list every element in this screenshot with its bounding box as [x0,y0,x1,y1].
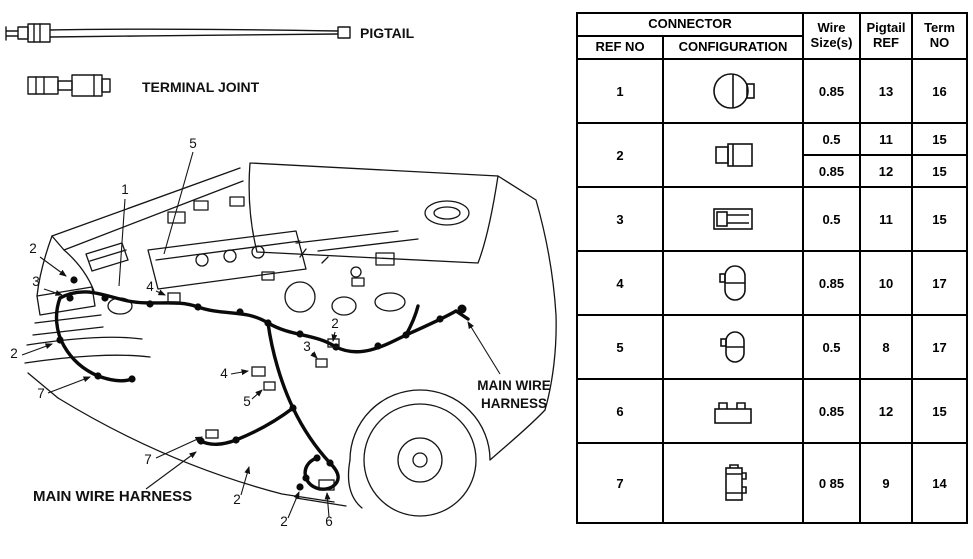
configuration-cell [662,442,804,524]
configuration-cell [662,378,804,444]
table-row: 0.85 12 15 [577,154,968,188]
car-engine-bay-drawing [24,162,557,517]
wire-size-cell: 0.5 [802,314,861,380]
wire-harness-illustration: PIGTAIL TERMINAL JOINT [5,23,557,529]
callout-number: 7 [144,452,152,467]
main-wire-harness-label-right-line1: MAIN WIRE [477,378,551,393]
ref-no-cell: 4 [576,250,664,316]
main-wire-harness-label-left: MAIN WIRE HARNESS [33,488,192,505]
term-no-cell: 15 [911,154,968,188]
connector-table: CONNECTOR Wire Size(s) Pigtail REF Term … [576,12,968,524]
pigtail-ref-cell: 8 [859,314,913,380]
callout-number: 6 [325,514,333,529]
pigtail-ref-cell: 12 [859,378,913,444]
round-connector-icon [713,73,755,109]
oval-connector-small-icon [720,331,745,363]
ref-no-cell: 7 [576,442,664,524]
main-wire-harness-label-right-line2: HARNESS [481,396,547,411]
pigtail-ref-header: Pigtail REF [859,12,913,60]
wire-size-cell: 0.85 [802,58,861,124]
term-no-cell: 15 [911,122,968,156]
callout-numbers: 5 1 2 3 4 2 7 2 3 4 5 7 2 2 6 [10,136,339,529]
callout-number: 4 [220,366,228,381]
ref-no-header: REF NO [576,35,664,60]
wire-size-header-line2: Size(s) [810,35,853,50]
callout-number: 2 [233,492,241,507]
wire-size-header: Wire Size(s) [802,12,861,60]
ref-no-cell: 2 [576,122,664,188]
pigtail-ref-cell: 10 [859,250,913,316]
table-row: 3 0.5 11 15 [576,186,968,252]
term-no-cell: 14 [911,442,968,524]
pigtail-label: PIGTAIL [360,25,415,41]
configuration-header: CONFIGURATION [662,35,804,60]
term-no-cell: 15 [911,378,968,444]
oval-connector-icon [719,265,746,301]
two-piece-connector-icon [715,143,753,167]
callout-number: 2 [331,316,339,331]
pigtail-ref-header-line2: REF [873,35,899,50]
ref-no-cell: 5 [576,314,664,380]
pigtail-legend-drawing [5,23,351,43]
callout-number: 2 [280,514,288,529]
term-no-header-line1: Term [924,20,955,36]
connector-header: CONNECTOR [576,12,804,37]
configuration-cell [662,122,804,188]
callout-number: 3 [303,339,311,354]
ref-no-cell: 3 [576,186,664,252]
main-wire-harness-path [54,290,470,491]
callout-number: 4 [146,279,154,294]
configuration-cell [662,314,804,380]
table-row: 7 0 85 9 14 [576,442,968,524]
ribbed-connector-icon [725,464,747,501]
callout-number: 7 [37,386,45,401]
table-row: 4 0.85 10 17 [576,250,968,316]
callout-number: 5 [189,136,197,151]
pigtail-ref-cell: 13 [859,58,913,124]
wire-size-cell: 0 85 [802,442,861,524]
configuration-cell [662,186,804,252]
inline-connector-icon [713,208,753,230]
harness-connector-boxes [167,292,340,491]
table-row: 2 0.5 11 15 [576,122,968,188]
configuration-cell [662,250,804,316]
wire-size-cell: 0.5 [802,186,861,252]
pigtail-ref-cell: 12 [859,154,913,188]
engine-bay-diagram: PIGTAIL TERMINAL JOINT [5,23,557,529]
pigtail-ref-cell: 11 [859,122,913,156]
ref-no-cell: 1 [576,58,664,124]
callout-number: 2 [10,346,18,361]
harness-connector-blobs [56,276,467,491]
callout-number: 1 [121,182,129,197]
term-no-cell: 16 [911,58,968,124]
term-no-header: Term NO [911,12,968,60]
ref-no-cell: 6 [576,378,664,444]
connector-table-panel: CONNECTOR Wire Size(s) Pigtail REF Term … [576,12,968,524]
wire-size-cell: 0.85 [802,250,861,316]
term-no-cell: 17 [911,250,968,316]
table-row: 6 0.85 12 15 [576,378,968,444]
wire-size-cell: 0.85 [802,378,861,444]
table-row: 5 0.5 8 17 [576,314,968,380]
callout-number: 5 [243,394,251,409]
pigtail-ref-cell: 11 [859,186,913,252]
wire-size-header-line1: Wire [817,20,846,36]
terminal-joint-legend-drawing [27,74,111,97]
term-no-cell: 15 [911,186,968,252]
wire-size-cell: 0.85 [802,154,861,188]
stepped-connector-icon [714,402,752,424]
callout-number: 2 [29,241,37,256]
term-no-cell: 17 [911,314,968,380]
table-row: 1 0.85 13 16 [576,58,968,124]
pigtail-ref-header-line1: Pigtail [866,20,906,36]
terminal-joint-label: TERMINAL JOINT [142,79,260,95]
configuration-cell [662,58,804,124]
pigtail-ref-cell: 9 [859,442,913,524]
callout-number: 3 [32,274,40,289]
callout-leader-lines [21,151,501,519]
term-no-header-line2: NO [929,35,950,50]
wire-size-cell: 0.5 [802,122,861,156]
